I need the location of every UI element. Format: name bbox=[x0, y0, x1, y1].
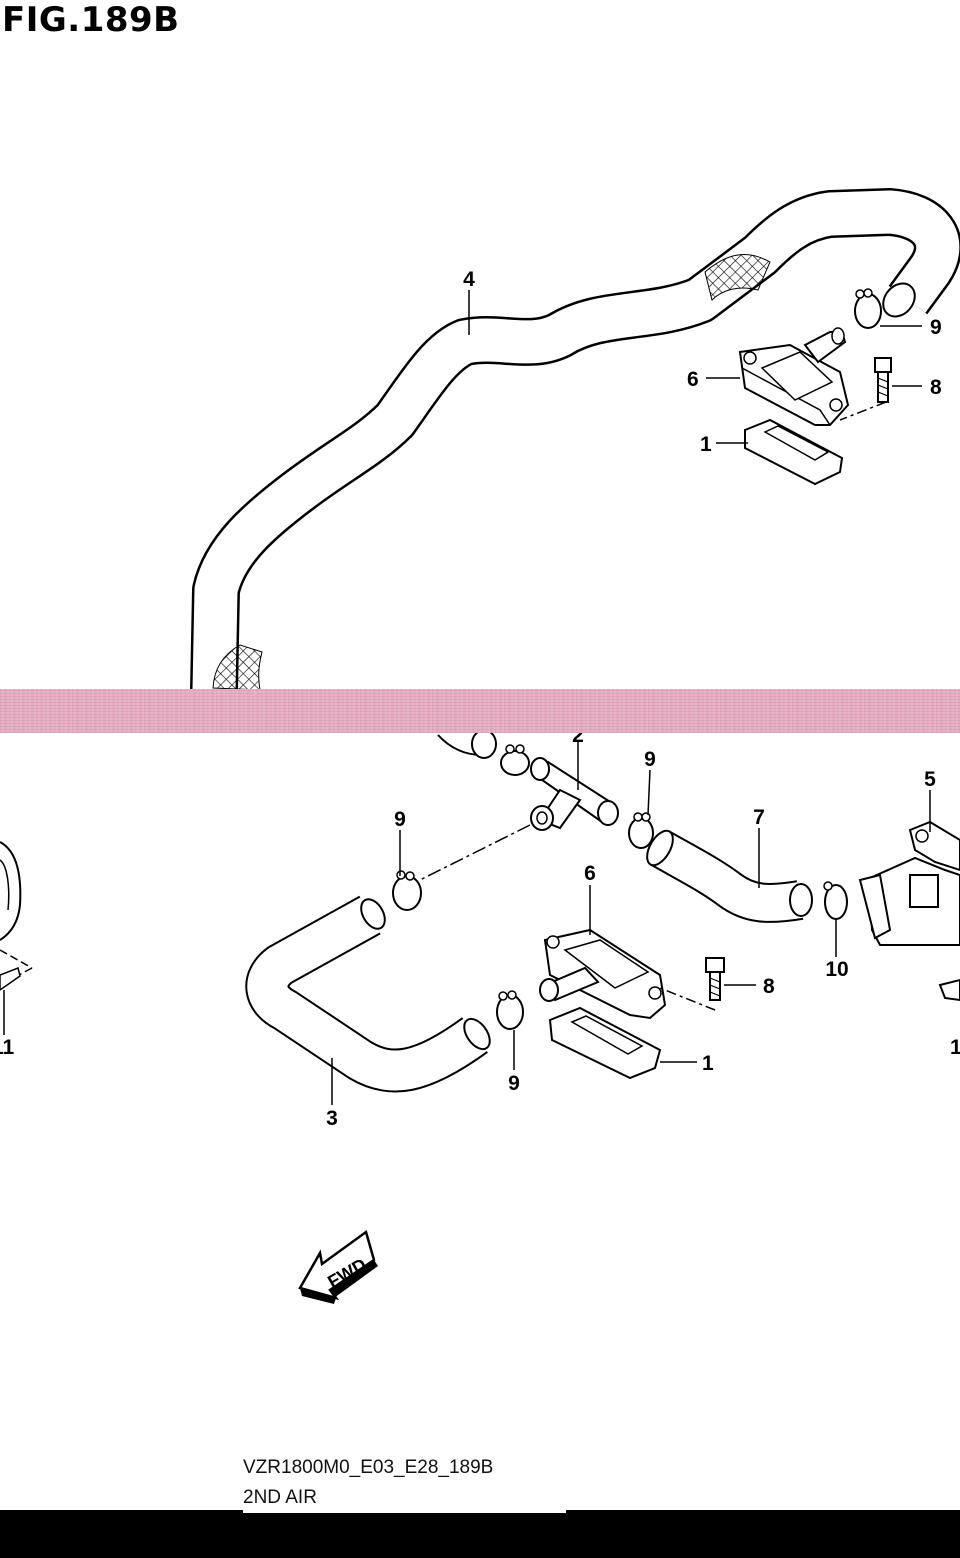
callout-numbers: 4 9 6 8 1 2 9 9 7 5 6 10 8 1 9 3 11 1 bbox=[0, 268, 960, 1130]
callout-9-lower: 9 bbox=[508, 1072, 520, 1095]
callout-2: 2 bbox=[572, 724, 584, 747]
callout-8-top: 8 bbox=[930, 376, 942, 399]
callout-6-lower: 6 bbox=[584, 862, 596, 885]
gasket-1-lower bbox=[548, 1006, 662, 1080]
callout-10: 10 bbox=[825, 958, 848, 981]
callout-1-right-edge: 1 bbox=[950, 1036, 960, 1059]
callout-1-lower: 1 bbox=[702, 1052, 714, 1075]
control-valve-5 bbox=[858, 820, 960, 1002]
callout-9-top: 9 bbox=[930, 316, 942, 339]
hose-4-lower-end bbox=[437, 729, 497, 759]
figure-caption: 2ND AIR bbox=[243, 1487, 317, 1508]
callout-6-top: 6 bbox=[687, 368, 699, 391]
callout-9-right-tee: 9 bbox=[644, 748, 656, 771]
callout-7: 7 bbox=[753, 806, 765, 829]
figure-code: VZR1800M0_E03_E28_189B bbox=[243, 1457, 494, 1478]
valve-cover-6-top bbox=[738, 327, 850, 426]
leader-lines bbox=[3, 290, 931, 1105]
bottom-white-strip bbox=[243, 1510, 566, 1513]
hose-3 bbox=[245, 895, 491, 1093]
gasket-1-top bbox=[744, 418, 844, 486]
callout-11: 11 bbox=[0, 1036, 15, 1059]
bottom-black-bar bbox=[0, 1510, 960, 1558]
callout-5: 5 bbox=[924, 768, 936, 791]
callout-9-left: 9 bbox=[394, 808, 406, 831]
clamp-10 bbox=[823, 881, 848, 920]
clamp-9-right-of-tee bbox=[628, 812, 654, 849]
clamp-9-lower bbox=[496, 990, 524, 1030]
bolt-8-top bbox=[839, 357, 892, 421]
callout-8-lower: 8 bbox=[763, 975, 775, 998]
tee-joint-2 bbox=[530, 757, 619, 831]
figure-title: FIG.189B bbox=[2, 0, 180, 40]
hose-7 bbox=[646, 829, 813, 923]
hose-4 bbox=[190, 188, 960, 691]
left-edge-part bbox=[0, 841, 33, 991]
fwd-arrow: FWD bbox=[298, 1229, 378, 1304]
clamp-9-near-tee bbox=[500, 744, 530, 776]
scan-artifact-band bbox=[0, 689, 960, 733]
callout-4: 4 bbox=[463, 268, 475, 291]
clamp-9-left bbox=[392, 870, 422, 911]
clamp-9-top bbox=[854, 288, 882, 329]
callout-1-top: 1 bbox=[700, 433, 712, 456]
bolt-8-lower bbox=[659, 957, 725, 1011]
callout-3: 3 bbox=[326, 1107, 338, 1130]
leader-tee-to-clamp bbox=[419, 824, 531, 881]
valve-cover-6-lower bbox=[539, 928, 667, 1020]
